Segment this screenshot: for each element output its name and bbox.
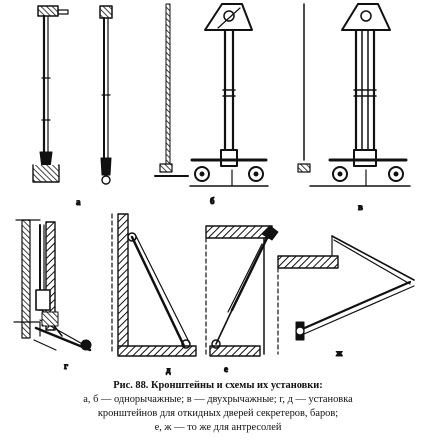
label-a: а (76, 197, 81, 207)
caption-line-3: е, ж — то же для антресолей (154, 422, 282, 433)
figure-caption: Рис. 88. Кронштейны и схемы их установки… (0, 379, 436, 435)
caption-line-2: кронштейнов для откидных дверей секретер… (97, 408, 339, 419)
figure-g-bracket (13, 219, 92, 352)
figure-v-bracket (297, 3, 411, 187)
figure-d-bracket (111, 213, 197, 357)
bracket-diagram: а б (13, 3, 415, 376)
label-g: г (64, 361, 68, 371)
figure-b-bracket (154, 3, 269, 187)
caption-line-1: а, б — однорычажные; в — двухрычажные; г… (83, 394, 353, 405)
figure-zh-bracket (277, 235, 415, 355)
caption-title: Рис. 88. Кронштейны и схемы их установки… (113, 380, 323, 391)
label-v: в (358, 202, 363, 212)
label-e: е (224, 364, 228, 374)
label-zh: ж (336, 348, 343, 358)
label-b: б (210, 196, 215, 206)
label-d: д (166, 365, 171, 375)
figure-e-bracket (205, 225, 279, 357)
figure-a-bracket (32, 5, 113, 185)
